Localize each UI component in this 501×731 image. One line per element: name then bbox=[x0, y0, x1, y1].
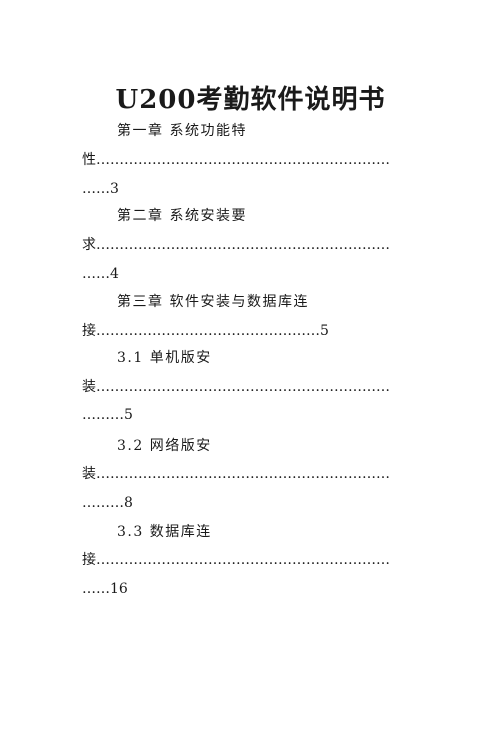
toc-leader-line: 求……………………………………………………… bbox=[82, 235, 408, 255]
toc-leader-dots: ……………………………………………………… bbox=[96, 466, 390, 482]
toc-page-number: ……3 bbox=[82, 181, 119, 197]
toc-page-number: ……16 bbox=[82, 581, 128, 597]
toc-lead-char: 接 bbox=[82, 552, 96, 568]
toc-heading: 第三章 软件安装与数据库连 bbox=[117, 294, 309, 310]
document-title: U200考勤软件说明书 bbox=[115, 85, 386, 115]
toc-leader-line: 装……………………………………………………… bbox=[82, 377, 408, 397]
toc-leader-dots: …………………………………………5 bbox=[96, 323, 329, 339]
toc-page-number: ………8 bbox=[82, 495, 133, 511]
toc-heading: 3.2 网络版安 bbox=[117, 438, 212, 454]
toc-heading: 第一章 系统功能特 bbox=[117, 123, 247, 139]
toc-page-number: ……4 bbox=[82, 266, 119, 282]
toc-leader-dots: ……………………………………………………… bbox=[96, 237, 390, 253]
toc-leader-dots: ……………………………………………………… bbox=[96, 152, 390, 168]
toc-lead-char: 接 bbox=[82, 323, 96, 339]
toc-lead-char: 装 bbox=[82, 466, 96, 482]
toc-leader-line: 装……………………………………………………… bbox=[82, 464, 408, 484]
toc-lead-char: 性 bbox=[82, 152, 96, 168]
toc-leader-line: 接……………………………………………………… bbox=[82, 550, 408, 570]
toc-lead-char: 装 bbox=[82, 379, 96, 395]
toc-heading: 第二章 系统安装要 bbox=[117, 208, 247, 224]
toc-heading: 3.3 数据库连 bbox=[117, 524, 212, 540]
toc-leader-dots: ……………………………………………………… bbox=[96, 379, 390, 395]
toc-leader-line: 性……………………………………………………… bbox=[82, 150, 408, 170]
toc-leader-dots: ……………………………………………………… bbox=[96, 552, 390, 568]
toc-heading: 3.1 单机版安 bbox=[117, 350, 212, 366]
toc-lead-char: 求 bbox=[82, 237, 96, 253]
toc-page-number: ………5 bbox=[82, 407, 133, 423]
toc-leader-line: 接…………………………………………5 bbox=[82, 321, 382, 341]
